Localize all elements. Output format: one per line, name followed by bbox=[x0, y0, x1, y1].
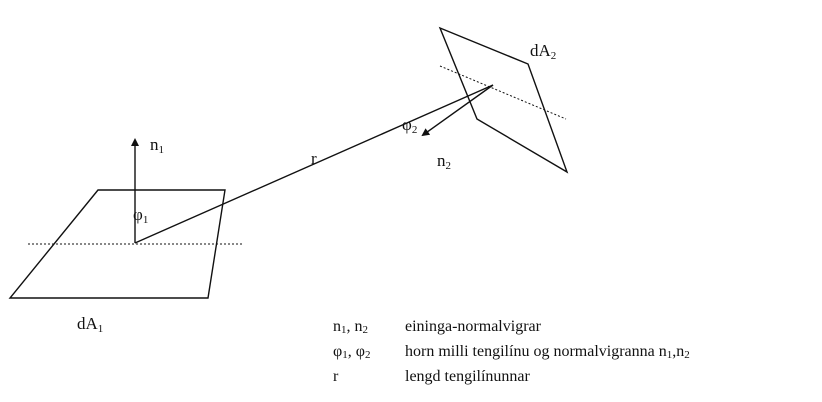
legend-symbol: r bbox=[333, 368, 339, 385]
legend-row: r lengd tengilínunnar bbox=[333, 366, 690, 391]
connecting-line-r bbox=[134, 84, 494, 244]
legend: n1, n2 eininga-normalvigrar φ1, φ2 horn … bbox=[333, 316, 690, 391]
legend-row: φ1, φ2 horn milli tengilínu og normalvig… bbox=[333, 341, 690, 366]
legend-symbol: n1, n2 bbox=[333, 318, 368, 336]
normal-vector-2 bbox=[421, 84, 494, 137]
legend-description: eininga-normalvigrar bbox=[405, 318, 541, 335]
legend-row: n1, n2 eininga-normalvigrar bbox=[333, 316, 690, 341]
surface-patch-2 bbox=[438, 26, 569, 174]
tangent-line-2 bbox=[439, 65, 567, 120]
label-phi2: φ2 bbox=[402, 115, 417, 136]
legend-description: horn milli tengilínu og normalvigranna n… bbox=[405, 343, 690, 361]
label-dA2: dA2 bbox=[530, 41, 556, 62]
legend-description: lengd tengilínunnar bbox=[405, 368, 530, 385]
label-n2: n2 bbox=[437, 151, 451, 172]
label-n1: n1 bbox=[150, 135, 164, 156]
label-r: r bbox=[311, 149, 317, 168]
label-phi1: φ1 bbox=[133, 205, 148, 226]
legend-symbol: φ1, φ2 bbox=[333, 343, 371, 361]
surface-patch-1 bbox=[8, 189, 226, 299]
label-dA1: dA1 bbox=[77, 314, 103, 335]
